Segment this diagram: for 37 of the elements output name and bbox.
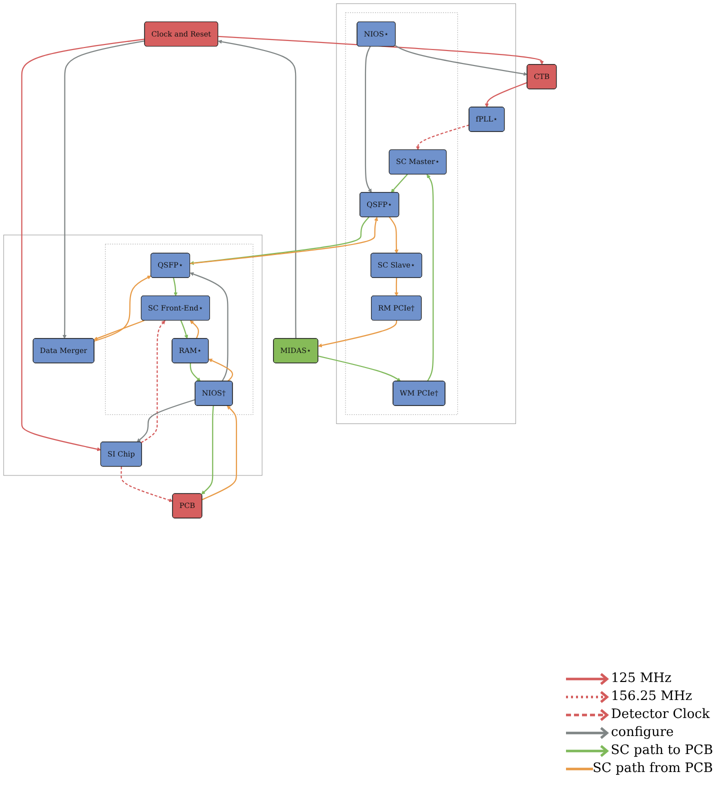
arrow [140,320,166,444]
arrow [201,406,214,495]
arrow [208,358,234,382]
legend-label: 156.25 MHz [611,689,692,704]
legend-label: Detector Clock [611,707,710,722]
legend-label: 125 MHz [611,671,672,686]
arrow [120,466,173,502]
cluster [105,244,254,415]
arrow [62,40,145,339]
cluster [336,3,516,424]
arrow [416,124,470,150]
legend-label: SC path to PCB [610,743,713,758]
legend-label: SC path from PCB [592,761,713,776]
arrow [180,320,188,339]
arrow [388,216,398,254]
arrow [94,320,144,340]
arrow [364,46,372,193]
arrow [484,82,528,108]
arrow [190,272,228,382]
arrow [218,36,544,65]
arrow [172,278,178,296]
arrow [318,320,398,348]
arrow [94,276,152,342]
arrow [394,45,528,76]
legend-label: configure [611,725,674,740]
arrow [21,38,145,452]
arrow [390,174,408,193]
arrow [190,363,201,382]
arrow [394,278,398,296]
arrow [202,406,238,500]
arrow [218,40,296,339]
arrow [318,356,401,382]
arrow [136,399,196,442]
cluster [3,234,262,476]
cluster [345,12,458,415]
arrow [426,174,434,382]
arrow [190,320,200,339]
